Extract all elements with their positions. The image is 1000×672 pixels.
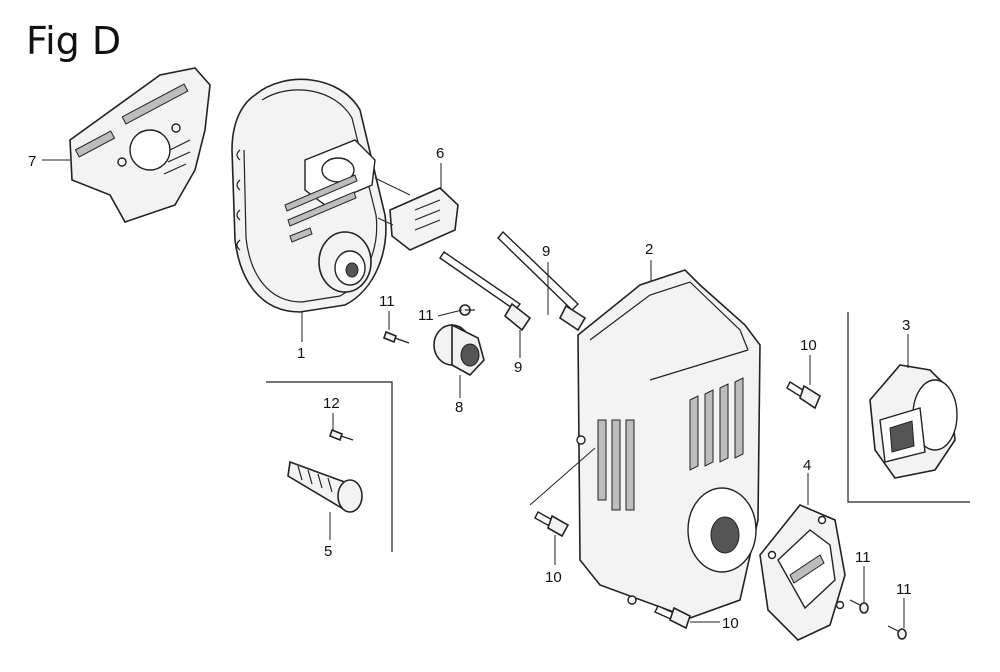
screw-11-mid [459,304,475,316]
figure-title: Fig D [26,19,121,63]
part-6-gasket [374,177,459,251]
callout-11-mid: 11 [418,307,434,324]
callout-9-top: 9 [542,243,550,260]
screw-11-left [383,330,410,344]
screw-10-bottom [654,605,691,630]
callout-11-deflector-b: 11 [896,581,912,598]
screw-10-right [786,380,821,410]
screw-11-deflector-a [849,599,869,614]
callout-5: 5 [324,543,332,560]
screw-12 [329,428,354,442]
callout-1: 1 [297,345,305,362]
group-bracket-left [266,381,393,552]
part-3-outlet-cap [869,364,958,479]
part-8-cap [433,323,485,377]
part-5-spark-arrester [287,460,363,513]
callout-6: 6 [436,145,444,162]
leader-cover-left [529,447,596,506]
callout-10-bottom: 10 [722,615,739,632]
part-9-long-bolt-a [439,251,532,332]
callout-8: 8 [455,399,463,416]
part-4-deflector [759,504,846,641]
screw-11-deflector-b [887,625,907,640]
callout-11-left: 11 [379,293,395,310]
callout-12: 12 [323,395,340,412]
callout-9-bottom: 9 [514,359,522,376]
callout-2: 2 [645,241,653,258]
part-2-muffler-cover [576,269,761,619]
part-1-muffler [231,78,387,313]
callout-11-deflector-a: 11 [855,549,871,566]
callout-10-right: 10 [800,337,817,354]
part-9-long-bolt-b [497,230,587,332]
callout-10-left: 10 [545,569,562,586]
screw-10-left [534,511,570,538]
part-7-heat-shield [69,67,211,223]
callout-3: 3 [902,317,910,334]
callout-leaders [42,159,909,628]
group-bracket-right [847,312,970,503]
callout-7: 7 [28,153,36,170]
callout-4: 4 [803,457,811,474]
